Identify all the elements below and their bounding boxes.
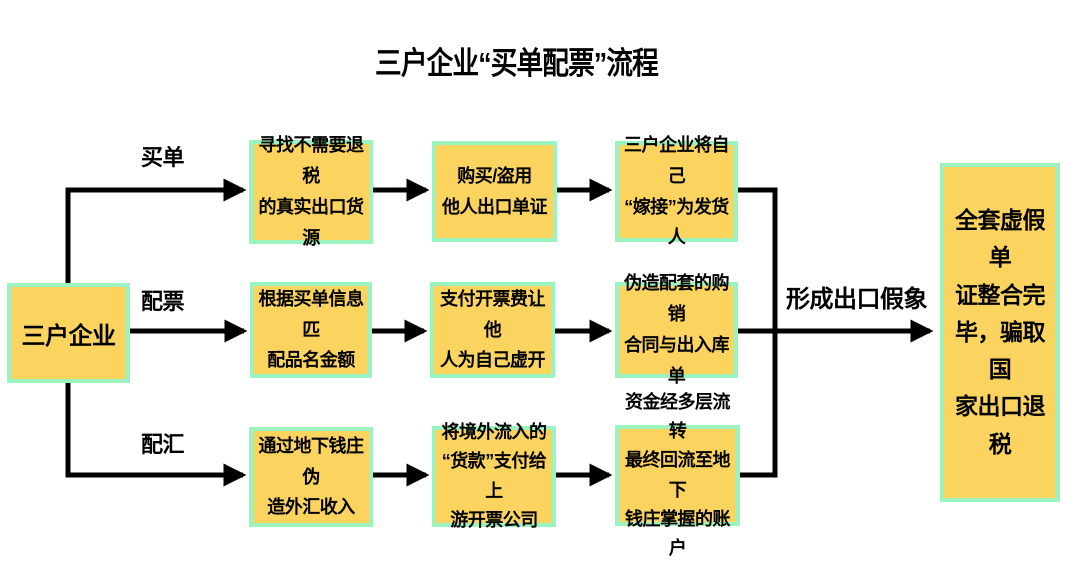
convergence-label: 形成出口假象	[786, 286, 928, 313]
branch-label-ticket: 配票	[141, 289, 185, 314]
result-box: 全套虚假单 证整合完 毕，骗取国 家出口退税	[940, 163, 1060, 502]
step-box-buy-3: 三户企业将自己 “嫁接”为发货人	[615, 135, 738, 247]
branch-label-buy: 买单	[141, 145, 185, 170]
step-box-fx-1: 通过地下钱庄伪 造外汇收入	[249, 427, 373, 527]
step-box-buy-2: 购买/盗用 他人出口单证	[432, 141, 557, 242]
branch-label-fx: 配汇	[141, 432, 185, 457]
step-box-ticket-2: 支付开票费让他 人为自己虚开	[430, 282, 555, 378]
step-box-fx-2: 将境外流入的 “货款”支付给上 游开票公司	[432, 422, 556, 530]
page-title: 三户企业“买单配票”流程	[375, 46, 659, 81]
step-box-fx-3: 资金经多层流转 最终回流至地下 钱庄掌握的账户	[615, 392, 740, 558]
step-box-ticket-1: 根据买单信息匹 配品名金额	[250, 282, 372, 378]
step-box-buy-1: 寻找不需要退税 的真实出口货源	[249, 135, 373, 248]
diagram: 三户企业“买单配票”流程 三户企业 买单 配票 配汇 寻找不需要退税 的真实出口…	[7, 46, 1060, 558]
source-box: 三户企业	[7, 283, 130, 383]
step-box-ticket-3: 伪造配套的购销 合同与出入库单	[615, 273, 738, 386]
flow-connectors	[65, 178, 934, 487]
